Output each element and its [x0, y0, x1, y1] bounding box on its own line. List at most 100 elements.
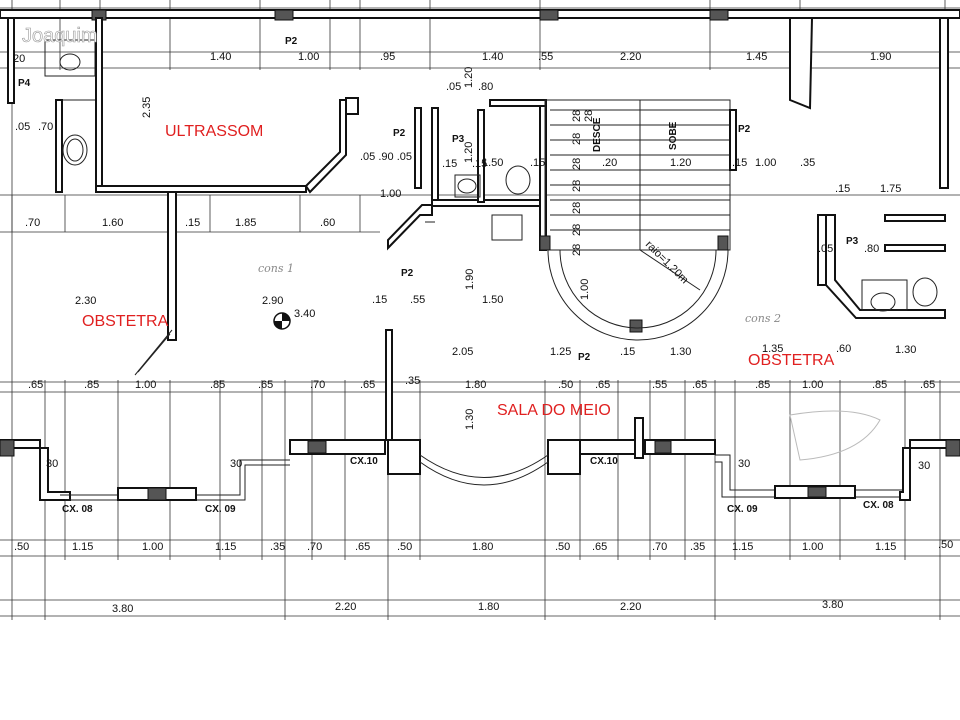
dim: 1.50 — [482, 157, 503, 169]
dim: .55 — [652, 379, 667, 391]
dim: .65 — [360, 379, 375, 391]
label-cx08-a: CX. 08 — [62, 504, 93, 515]
label-cx10-a: CX.10 — [350, 456, 378, 467]
dim: .70 — [652, 541, 667, 553]
dim: 1.00 — [142, 541, 163, 553]
label-raio: raio=1.20m — [643, 239, 691, 287]
dim: .35 — [800, 157, 815, 169]
dim: 1.30 — [895, 344, 916, 356]
room-ultrassom: ULTRASSOM — [165, 123, 263, 140]
dim-vert: 1.30 — [464, 409, 476, 430]
label-p2-b: P2 — [738, 124, 751, 135]
dim-top: 1.00 — [298, 51, 319, 63]
dim-stair: 28 — [571, 110, 583, 122]
label-p2-c: P2 — [401, 268, 414, 279]
dim: .80 — [478, 81, 493, 93]
dim: 30 — [46, 458, 58, 470]
dim-stair: 28 — [571, 180, 583, 192]
dim: 1.60 — [102, 217, 123, 229]
dim: 2.05 — [452, 346, 473, 358]
dim: 1.25 — [550, 346, 571, 358]
dim: 1.00 — [802, 379, 823, 391]
dim: .50 — [397, 541, 412, 553]
dim: .85 — [210, 379, 225, 391]
label-desce: DESCE — [592, 117, 603, 152]
dim: .15 — [185, 217, 200, 229]
dim: .70 — [307, 541, 322, 553]
dim: 30 — [918, 460, 930, 472]
dim: 3.80 — [822, 599, 843, 611]
dim: .65 — [920, 379, 935, 391]
label-p3-b: P3 — [846, 236, 859, 247]
dim: 1.80 — [465, 379, 486, 391]
dim: 1.15 — [72, 541, 93, 553]
dim: .60 — [320, 217, 335, 229]
dim-top: 1.40 — [482, 51, 503, 63]
label-p2-a: P2 — [393, 128, 406, 139]
dim: .60 — [836, 343, 851, 355]
dim: .65 — [692, 379, 707, 391]
label-sobe: SOBE — [668, 121, 679, 150]
dim: 1.20 — [670, 157, 691, 169]
dim: .65 — [258, 379, 273, 391]
dim: 2.90 — [262, 295, 283, 307]
dim: .65 — [28, 379, 43, 391]
dim-top: 2.20 — [620, 51, 641, 63]
dim-stair: 28 — [571, 224, 583, 236]
dim-top: 1.45 — [746, 51, 767, 63]
dim-vert: 1.20 — [463, 142, 475, 163]
room-obstetra-right: OBSTETRA — [748, 352, 835, 369]
dim: 30 — [738, 458, 750, 470]
dim: 1.80 — [472, 541, 493, 553]
dim: .35 — [690, 541, 705, 553]
dim: .50 — [14, 541, 29, 553]
dim: .50 — [938, 539, 953, 551]
dim: 1.00 — [802, 541, 823, 553]
label-cons2: cons 2 — [745, 312, 781, 325]
dim: .70 — [38, 121, 53, 133]
dim: .35 — [405, 375, 420, 387]
dim-top: 1.90 — [870, 51, 891, 63]
dim: .05 — [818, 243, 833, 255]
dim: .15 — [442, 158, 457, 170]
dim: .80 — [864, 243, 879, 255]
dim: 2.30 — [75, 295, 96, 307]
label-p4: P4 — [18, 78, 31, 89]
dim-top: 1.40 — [210, 51, 231, 63]
dim: .05 — [15, 121, 30, 133]
dim: 2.20 — [620, 601, 641, 613]
dim: 1.00 — [135, 379, 156, 391]
dim-top: .95 — [380, 51, 395, 63]
label-p2-top: P2 — [285, 36, 298, 47]
dim-vert: 1.20 — [463, 67, 475, 88]
dim-stair: 1.00 — [579, 279, 591, 300]
dim: 1.75 — [880, 183, 901, 195]
label-cx09-a: CX. 09 — [205, 504, 236, 515]
label-level: 3.40 — [294, 308, 315, 320]
dim: 2.20 — [335, 601, 356, 613]
dim: .05 — [446, 81, 461, 93]
watermark: Joaquim — [22, 25, 98, 47]
dim: 30 — [230, 458, 242, 470]
dim: .15 — [620, 346, 635, 358]
dim-stair: 28 — [583, 110, 595, 122]
dim: 1.00 — [755, 157, 776, 169]
dim: .50 — [555, 541, 570, 553]
label-cx08-b: CX. 08 — [863, 500, 894, 511]
dim: .70 — [310, 379, 325, 391]
dim: .15 — [732, 157, 747, 169]
dim-top: .55 — [538, 51, 553, 63]
dim: .85 — [872, 379, 887, 391]
dim-stair: 28 — [571, 158, 583, 170]
dim: .20 — [602, 157, 617, 169]
dim: .05 .90 .05 — [360, 151, 412, 163]
label-p3-a: P3 — [452, 134, 465, 145]
dim: .15 — [835, 183, 850, 195]
dim-stair: 28 — [571, 244, 583, 256]
dim: 1.00 — [380, 188, 401, 200]
dim: 1.30 — [670, 346, 691, 358]
dim: 1.35 — [762, 343, 783, 355]
dim: .85 — [84, 379, 99, 391]
dim: .35 — [270, 541, 285, 553]
